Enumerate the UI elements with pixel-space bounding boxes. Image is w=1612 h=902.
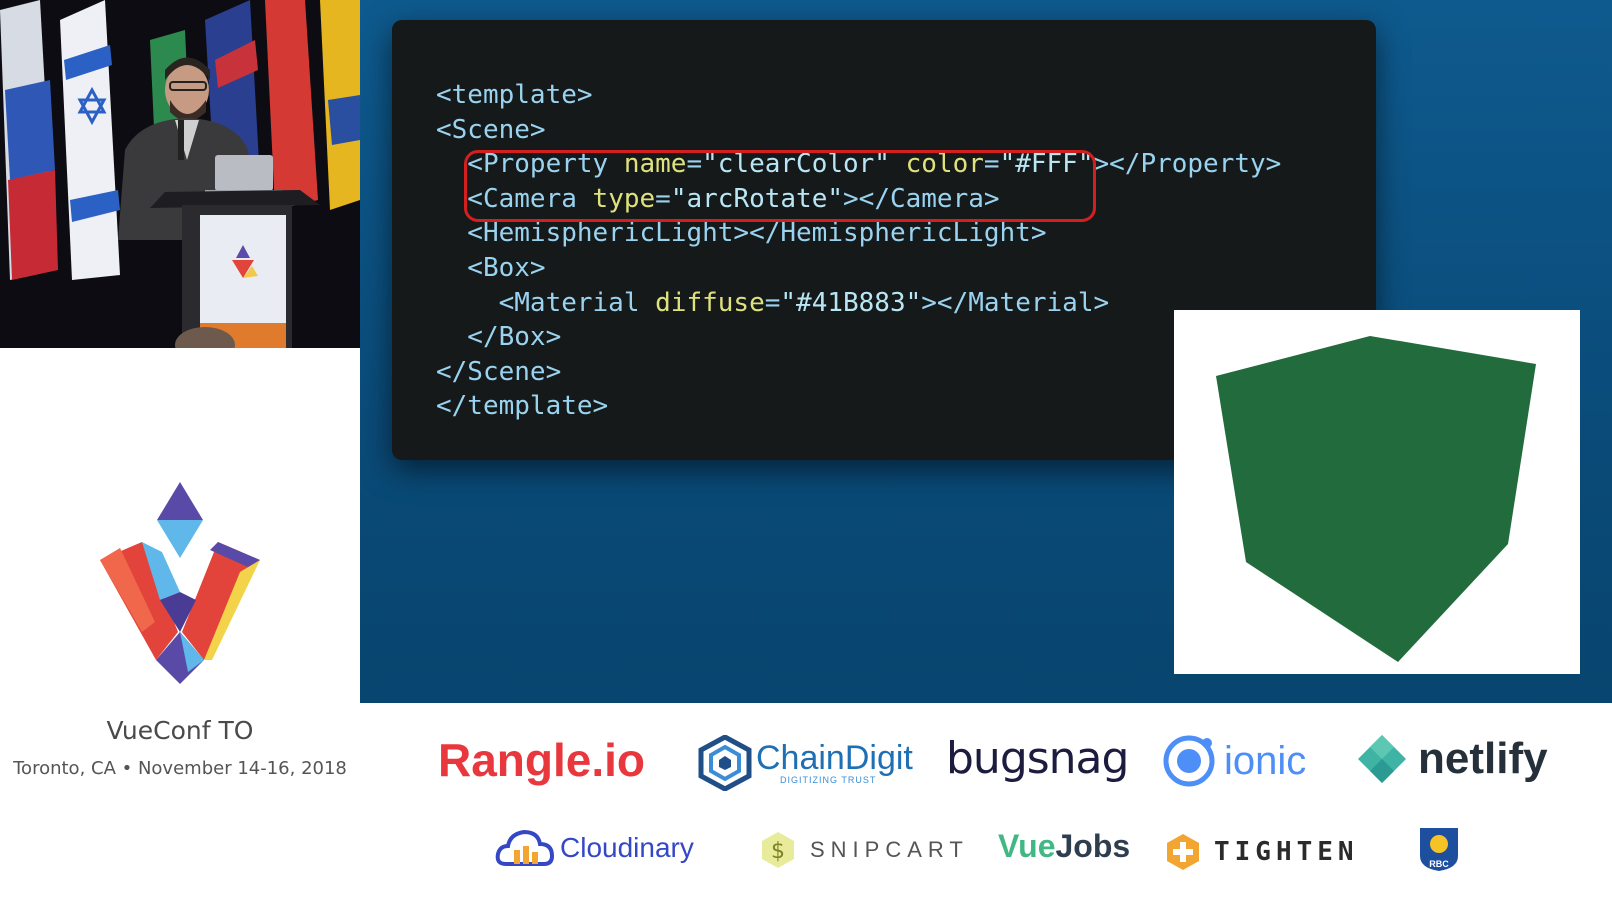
code-line: </template> [436,389,608,423]
sponsor-tighten[interactable]: TIGHTEN [1164,832,1359,872]
code-token-value: "#41B883" [780,287,922,318]
code-token-value2: "#FFF" [999,149,1094,180]
ionic-logo-icon [1163,735,1215,787]
code-token-tag-close: ></Property> [1093,149,1282,180]
snipcart-logo-text: SNIPCART [810,837,969,862]
chaindigit-logo-text: ChainDigit [756,739,913,777]
code-line: <Box> [436,251,546,285]
sponsor-cloudinary[interactable]: Cloudinary [494,826,694,870]
snipcart-logo-icon: $ [762,832,794,868]
code-token-attr2: color [905,149,984,180]
vueconf-logo-mark [100,482,260,684]
code-line: <Scene> [436,113,546,147]
code-token-attr: name [623,149,687,180]
netlify-logo-icon [1358,735,1406,783]
rbc-shield-icon: RBC [1420,828,1458,871]
sponsor-rbc[interactable]: RBC [1418,826,1460,872]
code-token-eq: = [764,287,781,318]
code-token-tag-close: ></Material> [921,287,1110,318]
code-token-value: "arcRotate" [670,183,844,214]
code-token-tag-open: <Material [436,287,656,318]
sponsor-netlify[interactable]: netlify [1356,733,1548,785]
code-token-attr: type [592,183,656,214]
green-cube-render [1216,336,1536,662]
code-token-tag-open: <Box> [436,253,546,283]
code-line: </Scene> [436,355,561,389]
bugsnag-logo-text: bugsnag [946,733,1129,784]
code-line: <Property name="clearColor" color="#FFF"… [436,147,1281,181]
code-token-tag-open: </Scene> [436,356,562,387]
sponsor-bugsnag[interactable]: bugsnag [946,733,1129,784]
chaindigit-tagline: DIGITIZING TRUST [780,775,877,785]
code-token-tag-close: ></Camera> [843,183,1000,214]
speaker-video [0,0,360,348]
speaker-video-illustration [0,0,360,348]
sponsor-snipcart[interactable]: $ SNIPCART [758,830,969,870]
code-line: <template> [436,78,593,112]
tighten-logo-text: TIGHTEN [1214,837,1359,867]
code-token-eq: = [655,183,671,214]
code-token-tag-open: </template> [436,391,609,422]
sponsor-ionic[interactable]: ionic [1162,734,1306,788]
ionic-logo-text: ionic [1224,738,1307,783]
code-token-eq: = [686,149,703,180]
code-token-tag-open: <Camera [436,183,593,214]
code-token-tag-open: <Scene> [436,114,546,145]
code-line: <Material diffuse="#41B883"></Material> [436,286,1110,320]
rbc-logo-text: RBC [1429,859,1449,869]
code-line: <Camera type="arcRotate"></Camera> [436,182,1000,216]
rangle-logo-text: Rangle.io [438,734,646,786]
presentation-slide: <template><Scene> <Property name="clearC… [360,0,1612,703]
sponsor-vuejobs[interactable]: Vue Jobs [998,828,1130,865]
code-token-attr: diffuse [655,287,765,318]
conference-location-date: Toronto, CA • November 14-16, 2018 [13,758,347,779]
cloudinary-logo-text: Cloudinary [560,832,694,863]
sponsor-chaindigit[interactable]: ChainDigit DIGITIZING TRUST [698,735,913,791]
netlify-logo-text: netlify [1418,734,1548,783]
conference-name: VueConf TO [106,716,254,745]
vuejobs-logo-text-jobs: Jobs [1055,828,1131,864]
svg-text:$: $ [771,839,785,864]
code-token-tag-open: </Box> [436,322,562,353]
babylon-render-view [1174,310,1580,674]
sponsor-rangle[interactable]: Rangle.io [438,733,645,787]
tighten-logo-icon [1167,834,1199,870]
code-token-tag-open: <template> [436,80,593,110]
code-line: <HemisphericLight></HemisphericLight> [436,216,1046,250]
chaindigit-hexagon-icon [698,735,752,791]
code-line: </Box> [436,320,561,354]
code-token-tag-open: <Property [436,149,624,180]
code-highlight-box [464,150,1096,222]
vuejobs-logo-text-vue: Vue [998,828,1056,864]
code-token-eq2: = [983,149,1000,180]
vueconf-logo [100,482,260,688]
code-token-value: "clearColor" [702,149,906,180]
cloudinary-cloud-icon [495,829,555,866]
code-token-tag-open: <HemisphericLight></HemisphericLight> [436,218,1047,249]
